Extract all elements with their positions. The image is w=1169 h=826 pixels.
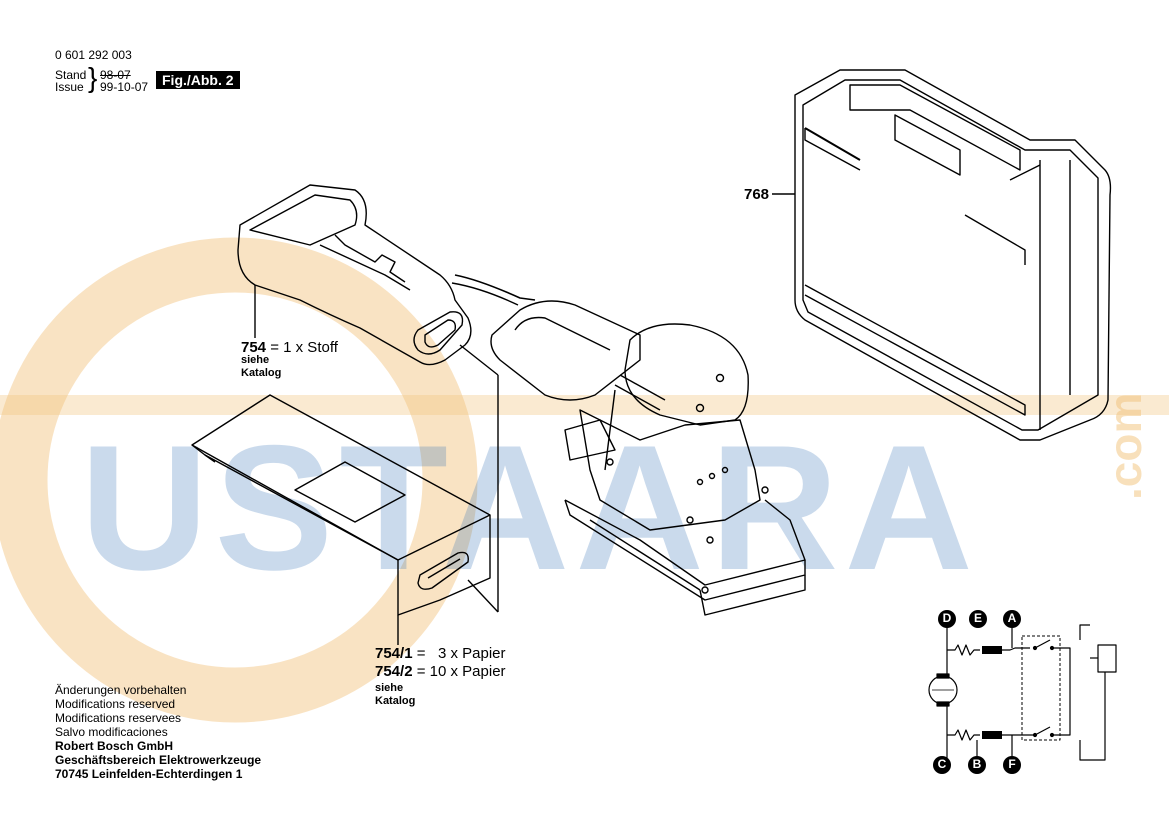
- part-754-note1: siehe: [241, 354, 270, 366]
- terminal-label-a: A: [1007, 611, 1017, 625]
- stand-date: 98-07: [100, 68, 131, 82]
- carrying-case: [794, 69, 1112, 441]
- terminal-label-d: D: [942, 611, 952, 625]
- connector-line: [459, 344, 499, 376]
- terminal-d: [938, 610, 956, 628]
- footer-line: Änderungen vorbehalten: [55, 683, 187, 697]
- terminal-f: [1003, 756, 1021, 774]
- terminal-a: [1003, 610, 1021, 628]
- part-754-label: 754 = 1 x Stoff: [241, 339, 338, 356]
- part-754-12-note1: siehe: [375, 682, 404, 694]
- circuit-terminals: [933, 610, 1021, 774]
- terminal-e: [969, 610, 987, 628]
- footer-line: Modifications reservees: [55, 711, 182, 725]
- circuit-diagram: [928, 624, 1117, 761]
- company-name: Robert Bosch GmbH: [55, 739, 174, 753]
- terminal-label-f: F: [1008, 757, 1016, 771]
- cloth-dust-bag: [237, 184, 472, 366]
- part-number: 0 601 292 003: [55, 48, 132, 62]
- part-754-2-label: 754/2 = 10 x Papier: [375, 663, 506, 680]
- part-754-12-note2: Katalog: [375, 695, 416, 707]
- terminal-label-b: B: [972, 757, 982, 771]
- part-number-754-1: 754/1: [375, 645, 413, 662]
- paper-dust-bag: [191, 394, 491, 616]
- part-number-754: 754: [241, 339, 267, 356]
- stand-label: Stand: [55, 68, 87, 82]
- part-754-note2: Katalog: [241, 367, 282, 379]
- footer-line: Salvo modificaciones: [55, 725, 168, 739]
- company-address: 70745 Leinfelden-Echterdingen 1: [55, 767, 243, 781]
- terminal-b: [968, 756, 986, 774]
- part-754-2-desc: = 10 x Papier: [416, 663, 506, 680]
- part-754-desc: = 1 x Stoff: [270, 339, 338, 356]
- company-division: Geschäftsbereich Elektrowerkzeuge: [55, 753, 262, 767]
- part-754-1-label: 754/1 = 3 x Papier: [375, 645, 506, 662]
- terminal-c: [933, 756, 951, 774]
- brace-icon: }: [88, 62, 98, 93]
- footer-line: Modifications reserved: [55, 697, 176, 711]
- orbital-sander: [451, 274, 806, 616]
- terminal-label-e: E: [973, 611, 982, 625]
- figure-label: Fig./Abb. 2: [156, 71, 240, 89]
- terminal-label-c: C: [937, 757, 947, 771]
- issue-label: Issue: [55, 80, 84, 94]
- connector-line-bag: [467, 579, 499, 613]
- footer: Änderungen vorbehalten Modifications res…: [55, 683, 261, 781]
- part-number-754-2: 754/2: [375, 663, 413, 680]
- part-number-768: 768: [744, 186, 770, 203]
- issue-date: 99-10-07: [100, 80, 149, 94]
- part-754-1-desc: = 3 x Papier: [416, 645, 506, 662]
